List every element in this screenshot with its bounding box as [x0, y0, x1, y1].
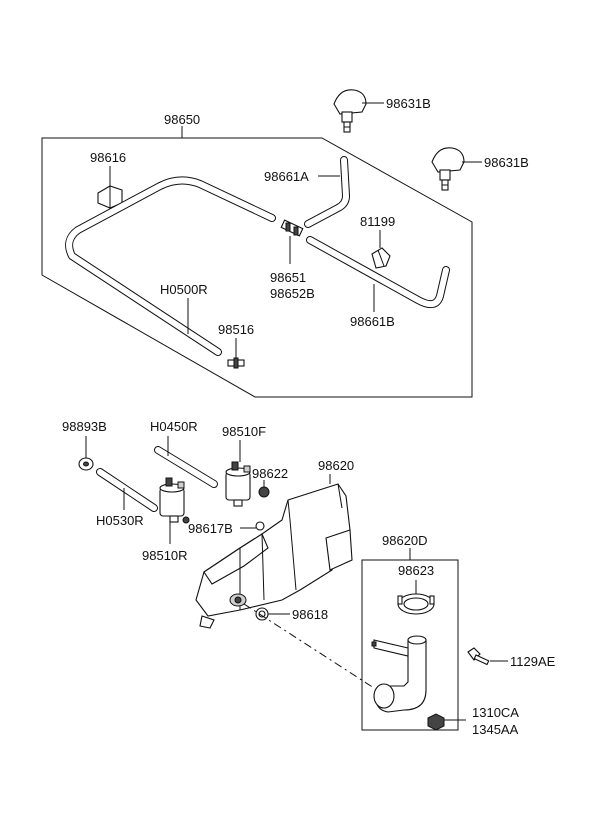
label-1345aa: 1345AA [472, 722, 519, 737]
bolt-icon [467, 647, 490, 666]
hose-assembly-frame [41, 137, 473, 398]
washer-pump-icon [225, 461, 251, 507]
label-98661b: 98661B [350, 314, 395, 329]
assembly-link-line [243, 603, 375, 689]
label-98510r: 98510R [142, 548, 188, 563]
label-98620: 98620 [318, 458, 354, 473]
label-h0450r: H0450R [150, 419, 198, 434]
seal-98618 [255, 607, 269, 621]
label-98631b-top: 98631B [386, 96, 431, 111]
grommet-98893b [78, 457, 94, 471]
label-98620d: 98620D [382, 533, 428, 548]
label-1310ca: 1310CA [472, 705, 519, 720]
hose-98661a [304, 156, 350, 228]
label-98622: 98622 [252, 466, 288, 481]
label-98623: 98623 [398, 563, 434, 578]
grommet-98617b [255, 521, 265, 531]
label-98893b: 98893B [62, 419, 107, 434]
label-98616: 98616 [90, 150, 126, 165]
label-98650: 98650 [164, 112, 200, 127]
nut-1310ca [427, 713, 445, 731]
hose-h0530r [96, 468, 158, 512]
label-81199: 81199 [360, 214, 395, 229]
label-1129ae: 1129AE [510, 654, 556, 669]
label-98617b: 98617B [188, 521, 233, 536]
label-h0530r: H0530R [96, 513, 144, 528]
hose-connector-98651 [280, 219, 304, 237]
hose-clip-81199 [371, 247, 391, 269]
washer-pump-icon [159, 477, 190, 524]
washer-nozzle-icon [431, 147, 465, 191]
label-98618: 98618 [292, 607, 328, 622]
washer-reservoir-icon [195, 483, 353, 629]
hose-98661b [306, 236, 450, 309]
label-98510f: 98510F [222, 424, 266, 439]
filler-cap-98623 [397, 593, 435, 615]
label-h0500r: H0500R [160, 282, 208, 297]
grommet-98622 [258, 486, 270, 498]
filler-neck-98620d [371, 635, 427, 713]
hose-h0500r [65, 176, 276, 356]
label-98651: 98651 [270, 270, 306, 285]
check-valve-98516 [227, 357, 245, 369]
label-98652b: 98652B [270, 286, 315, 301]
hose-h0450r [154, 446, 218, 488]
label-98661a: 98661A [264, 169, 309, 184]
label-98631b-right: 98631B [484, 155, 529, 170]
washer-nozzle-icon [333, 89, 367, 133]
label-98516: 98516 [218, 322, 254, 337]
